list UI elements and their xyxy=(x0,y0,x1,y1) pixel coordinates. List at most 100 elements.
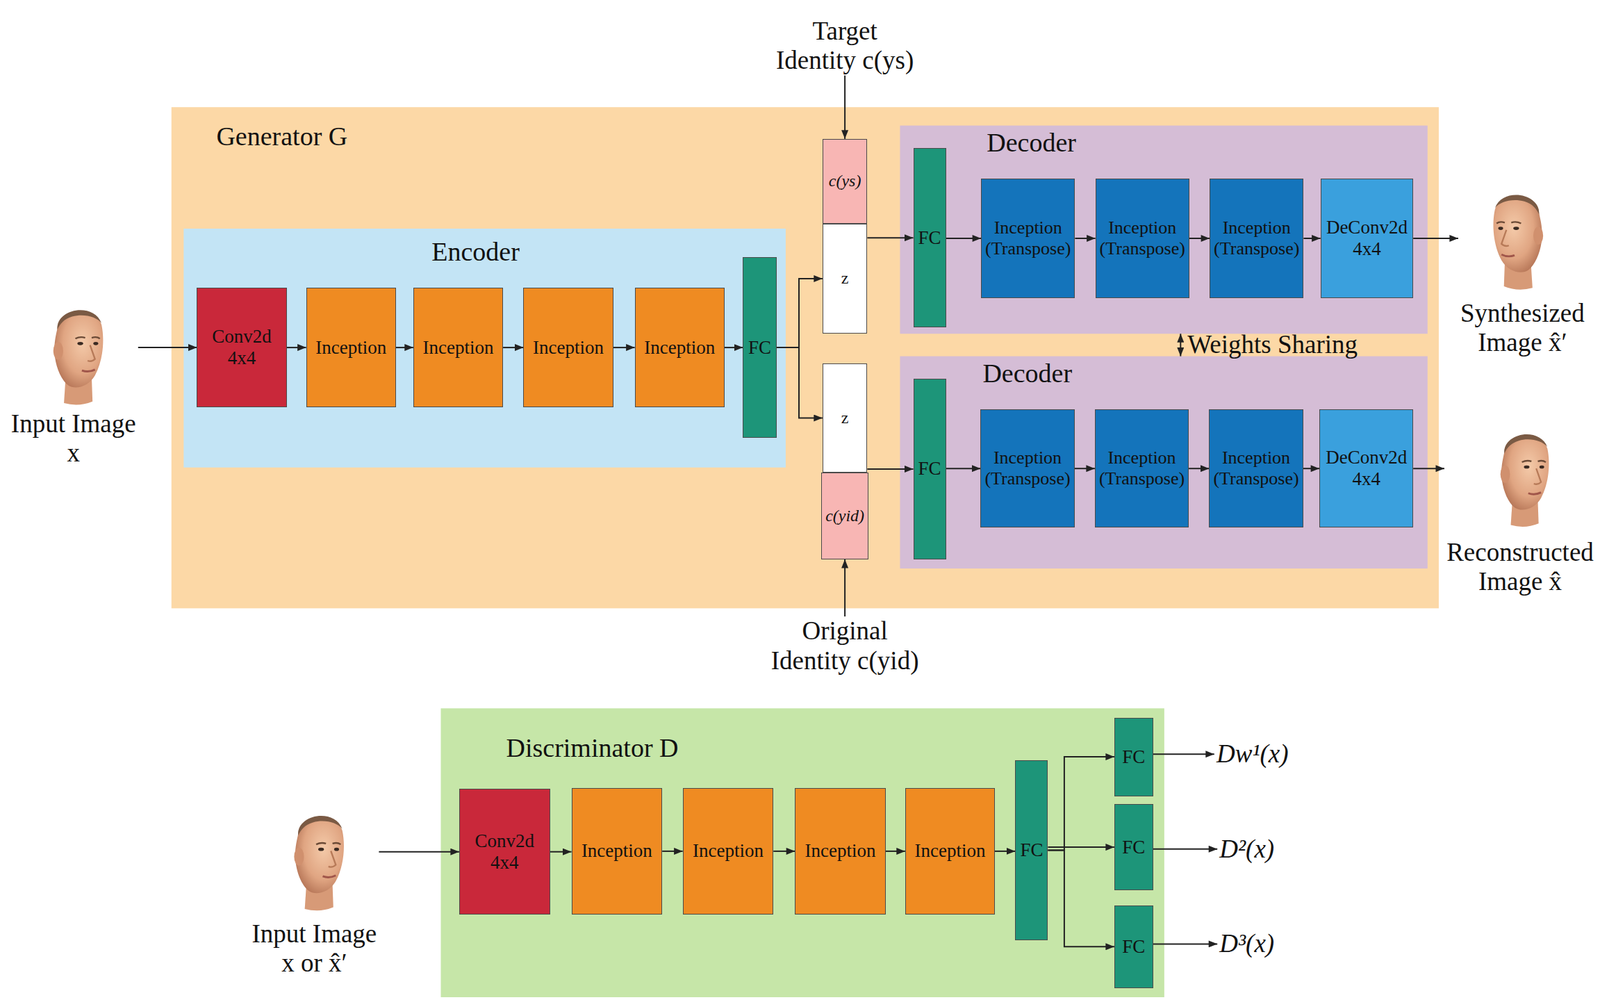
connector xyxy=(1047,846,1115,848)
panel-fill xyxy=(899,125,1428,335)
decoder-panel: DecoderFCInception (Transpose)Inception … xyxy=(899,125,1428,335)
fc-layer: FC xyxy=(1114,803,1154,890)
box-label: Inception (Transpose) xyxy=(1212,217,1301,260)
image-caption: Input Image x xyxy=(9,409,139,469)
node-label: D²(x) xyxy=(1217,834,1277,865)
connector xyxy=(1188,467,1209,469)
image-caption: Synthesized Image x̂′ xyxy=(1458,298,1587,358)
discriminator-output: Dw¹(x) xyxy=(1214,739,1291,770)
connector xyxy=(885,850,906,852)
node-label: Dw¹(x) xyxy=(1214,739,1291,770)
connector xyxy=(773,850,795,852)
connector xyxy=(1047,756,1115,850)
edge-label: Weights Sharing xyxy=(1187,330,1358,360)
connector xyxy=(138,346,198,349)
node-label: Target Identity c(ys) xyxy=(773,16,917,76)
box-label: FC xyxy=(1019,839,1043,861)
connector xyxy=(1189,237,1210,239)
inception-block: Inception xyxy=(571,787,663,915)
input-image: Input Image x or x̂′ xyxy=(249,801,379,979)
identity-input: Original Identity c(yid) xyxy=(769,616,922,676)
panel-fill xyxy=(171,106,1439,608)
panel-fill xyxy=(183,228,786,468)
box-label: Inception xyxy=(315,336,387,359)
connector xyxy=(867,468,913,470)
fc-layer: FC xyxy=(1114,905,1154,988)
panel-heading: Generator G xyxy=(216,121,348,153)
deconv-layer: DeConv2d 4x4 xyxy=(1320,178,1414,299)
inception-block: Inception xyxy=(794,787,886,915)
discriminator-output: D²(x) xyxy=(1217,834,1277,865)
inception-block: Inception xyxy=(905,787,995,915)
inception-block: Inception xyxy=(413,287,503,408)
box-label: c(yid) xyxy=(825,506,865,526)
face-illustration xyxy=(273,801,356,917)
face-illustration xyxy=(1480,418,1561,535)
connector xyxy=(378,851,460,853)
identity-input: Target Identity c(ys) xyxy=(773,16,917,76)
box-label: Inception xyxy=(692,839,764,862)
box-label: Conv2d 4x4 xyxy=(199,325,284,369)
connector xyxy=(613,346,635,349)
fc-layer: FC xyxy=(913,378,947,560)
box-label: Inception (Transpose) xyxy=(1097,447,1186,490)
connector xyxy=(946,237,982,239)
box-label: DeConv2d 4x4 xyxy=(1323,216,1412,260)
face-illustration xyxy=(29,300,118,407)
transpose-inception-block: Inception (Transpose) xyxy=(1094,409,1189,528)
face-illustration xyxy=(1481,179,1564,296)
connector xyxy=(724,346,744,349)
fc-layer: FC xyxy=(1114,717,1154,797)
transpose-inception-block: Inception (Transpose) xyxy=(1095,178,1190,299)
image-caption: Input Image x or x̂′ xyxy=(249,919,379,979)
connector xyxy=(662,850,683,852)
box-label: z xyxy=(841,268,849,289)
conv-layer: Conv2d 4x4 xyxy=(196,287,287,408)
box-label: FC xyxy=(1122,836,1145,859)
panel-heading: Discriminator D xyxy=(506,732,679,764)
box-label: Inception (Transpose) xyxy=(1211,447,1300,490)
box-label: c(ys) xyxy=(828,171,862,192)
image-caption: Reconstructed Image x̂ xyxy=(1444,537,1596,597)
node-label: Original Identity c(yid) xyxy=(769,616,922,676)
conv-layer: Conv2d 4x4 xyxy=(459,788,551,915)
discriminator-panel: Discriminator D Conv2d 4x4 Inception Incept… xyxy=(441,707,1165,997)
connector xyxy=(1153,942,1218,945)
connector xyxy=(1303,237,1321,239)
connector xyxy=(1153,753,1215,755)
connector xyxy=(1153,848,1218,850)
connector xyxy=(1413,467,1445,469)
box-label: Inception (Transpose) xyxy=(983,217,1072,260)
connector xyxy=(1074,237,1095,239)
box-label: Inception (Transpose) xyxy=(1098,217,1187,260)
transpose-inception-block: Inception (Transpose) xyxy=(1208,409,1303,528)
panel-heading: Decoder xyxy=(982,358,1072,390)
connector xyxy=(286,346,307,349)
box-label: z xyxy=(841,408,849,428)
connector xyxy=(396,346,414,349)
box-label: Conv2d 4x4 xyxy=(462,830,548,874)
panel-heading: Encoder xyxy=(431,236,520,268)
panel-fill xyxy=(899,356,1428,569)
encoder-panel: EncoderConv2d 4x4 Inception Inception Incep… xyxy=(183,228,786,468)
connector xyxy=(867,236,913,239)
fc-layer: FC xyxy=(1015,760,1048,940)
input-image: Input Image x xyxy=(9,300,139,469)
condition-vector: c(yid) xyxy=(821,472,869,560)
latent-vector: z xyxy=(822,223,868,335)
deconv-layer: DeConv2d 4x4 xyxy=(1319,409,1414,528)
transpose-inception-block: Inception (Transpose) xyxy=(980,409,1075,528)
connector xyxy=(844,75,846,139)
connector xyxy=(1303,467,1321,469)
box-label: Inception xyxy=(422,336,494,359)
panel-fill xyxy=(441,707,1165,997)
box-label: FC xyxy=(918,457,942,480)
box-label: FC xyxy=(748,336,772,359)
box-label: FC xyxy=(1122,935,1145,958)
box-label: Inception xyxy=(644,336,715,359)
box-label: Inception xyxy=(914,839,986,862)
box-label: FC xyxy=(918,227,942,249)
